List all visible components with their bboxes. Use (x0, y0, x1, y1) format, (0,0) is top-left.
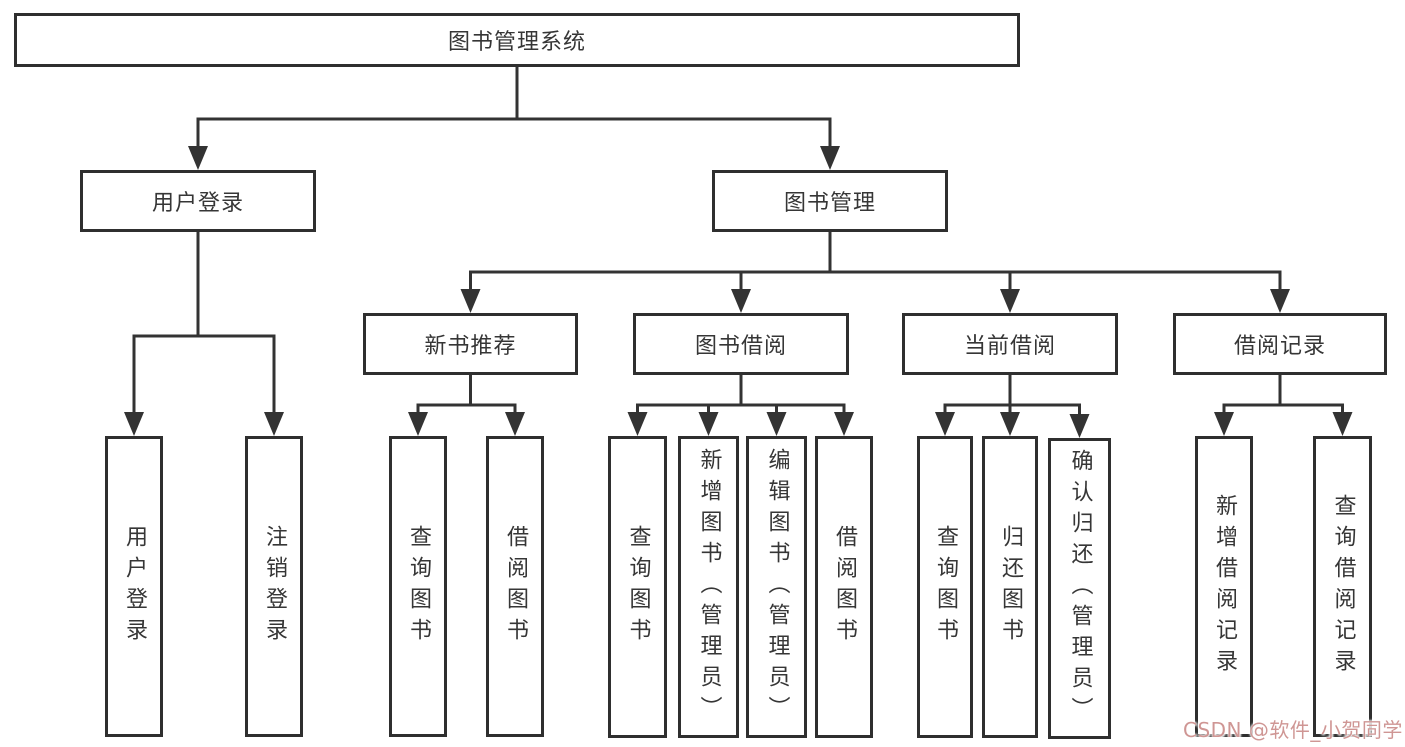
box-rec-borrow-book: 借阅图书 (486, 436, 544, 737)
box-book-mgmt: 图书管理 (712, 170, 948, 232)
box-borrow-record: 借阅记录 (1173, 313, 1387, 375)
arrowhead-logout (264, 412, 284, 436)
box-label-rec-query-book: 查询图书 (406, 524, 431, 649)
box-label-bb-add-book: 新增图书（管理员） (696, 447, 722, 727)
arrowhead-bb-add-book (698, 412, 719, 436)
arrowhead-br-query-record (1332, 412, 1353, 436)
box-new-book-rec: 新书推荐 (363, 313, 578, 375)
arrowhead-bb-edit-book (766, 412, 787, 436)
arrowhead-rec-borrow-book (505, 412, 525, 436)
box-label-login: 用户登录 (122, 524, 147, 649)
box-br-add-record: 新增借阅记录 (1195, 436, 1253, 737)
box-rec-query-book: 查询图书 (389, 436, 447, 737)
box-label-cb-return-book: 归还图书 (998, 525, 1023, 649)
box-label-logout: 注销登录 (262, 524, 287, 649)
arrowhead-book-borrow (731, 289, 751, 313)
box-bb-query-book: 查询图书 (608, 436, 667, 738)
arrowhead-user-login (188, 146, 208, 170)
arrowhead-borrow-record (1270, 289, 1290, 313)
box-label-bb-borrow-book: 借阅图书 (832, 525, 857, 649)
box-logout: 注销登录 (245, 436, 303, 737)
box-label-borrow-record: 借阅记录 (1233, 334, 1326, 359)
box-label-book-mgmt: 图书管理 (783, 191, 876, 216)
arrowhead-book-mgmt (820, 146, 840, 170)
box-label-root: 图书管理系统 (447, 30, 586, 55)
box-user-login: 用户登录 (80, 170, 316, 232)
box-label-br-add-record: 新增借阅记录 (1212, 493, 1237, 680)
box-cb-query-book: 查询图书 (917, 436, 973, 738)
arrowhead-new-book-rec (460, 289, 481, 313)
box-label-book-borrow: 图书借阅 (694, 334, 787, 359)
arrowhead-bb-query-book (627, 412, 648, 436)
box-br-query-record: 查询借阅记录 (1313, 436, 1372, 737)
box-label-cb-query-book: 查询图书 (933, 525, 958, 649)
box-label-current-borrow: 当前借阅 (963, 334, 1056, 359)
box-bb-add-book: 新增图书（管理员） (678, 436, 739, 738)
box-cb-return-book: 归还图书 (982, 436, 1038, 738)
box-current-borrow: 当前借阅 (902, 313, 1118, 375)
box-label-bb-query-book: 查询图书 (625, 525, 651, 649)
box-label-user-login: 用户登录 (151, 191, 244, 216)
arrowhead-login (124, 412, 144, 436)
box-bb-borrow-book: 借阅图书 (815, 436, 873, 738)
box-login: 用户登录 (105, 436, 163, 737)
arrowhead-rec-query-book (408, 412, 428, 436)
arrowhead-cb-confirm-return (1069, 414, 1090, 438)
arrowhead-br-add-record (1214, 412, 1234, 436)
box-cb-confirm-return: 确认归还（管理员） (1048, 438, 1111, 739)
box-label-rec-borrow-book: 借阅图书 (503, 524, 528, 649)
box-root: 图书管理系统 (14, 13, 1020, 67)
arrowhead-cb-query-book (935, 412, 955, 436)
arrowhead-bb-borrow-book (834, 412, 854, 436)
box-label-bb-edit-book: 编辑图书（管理员） (764, 447, 790, 727)
box-label-cb-confirm-return: 确认归还（管理员） (1067, 449, 1093, 728)
box-label-br-query-record: 查询借阅记录 (1330, 493, 1356, 680)
arrowhead-current-borrow (1000, 289, 1020, 313)
box-label-new-book-rec: 新书推荐 (424, 334, 517, 359)
arrowhead-cb-return-book (1000, 412, 1020, 436)
watermark-text: CSDN @软件_小贺同学 (1183, 718, 1403, 742)
box-book-borrow: 图书借阅 (633, 313, 849, 375)
box-bb-edit-book: 编辑图书（管理员） (746, 436, 807, 738)
